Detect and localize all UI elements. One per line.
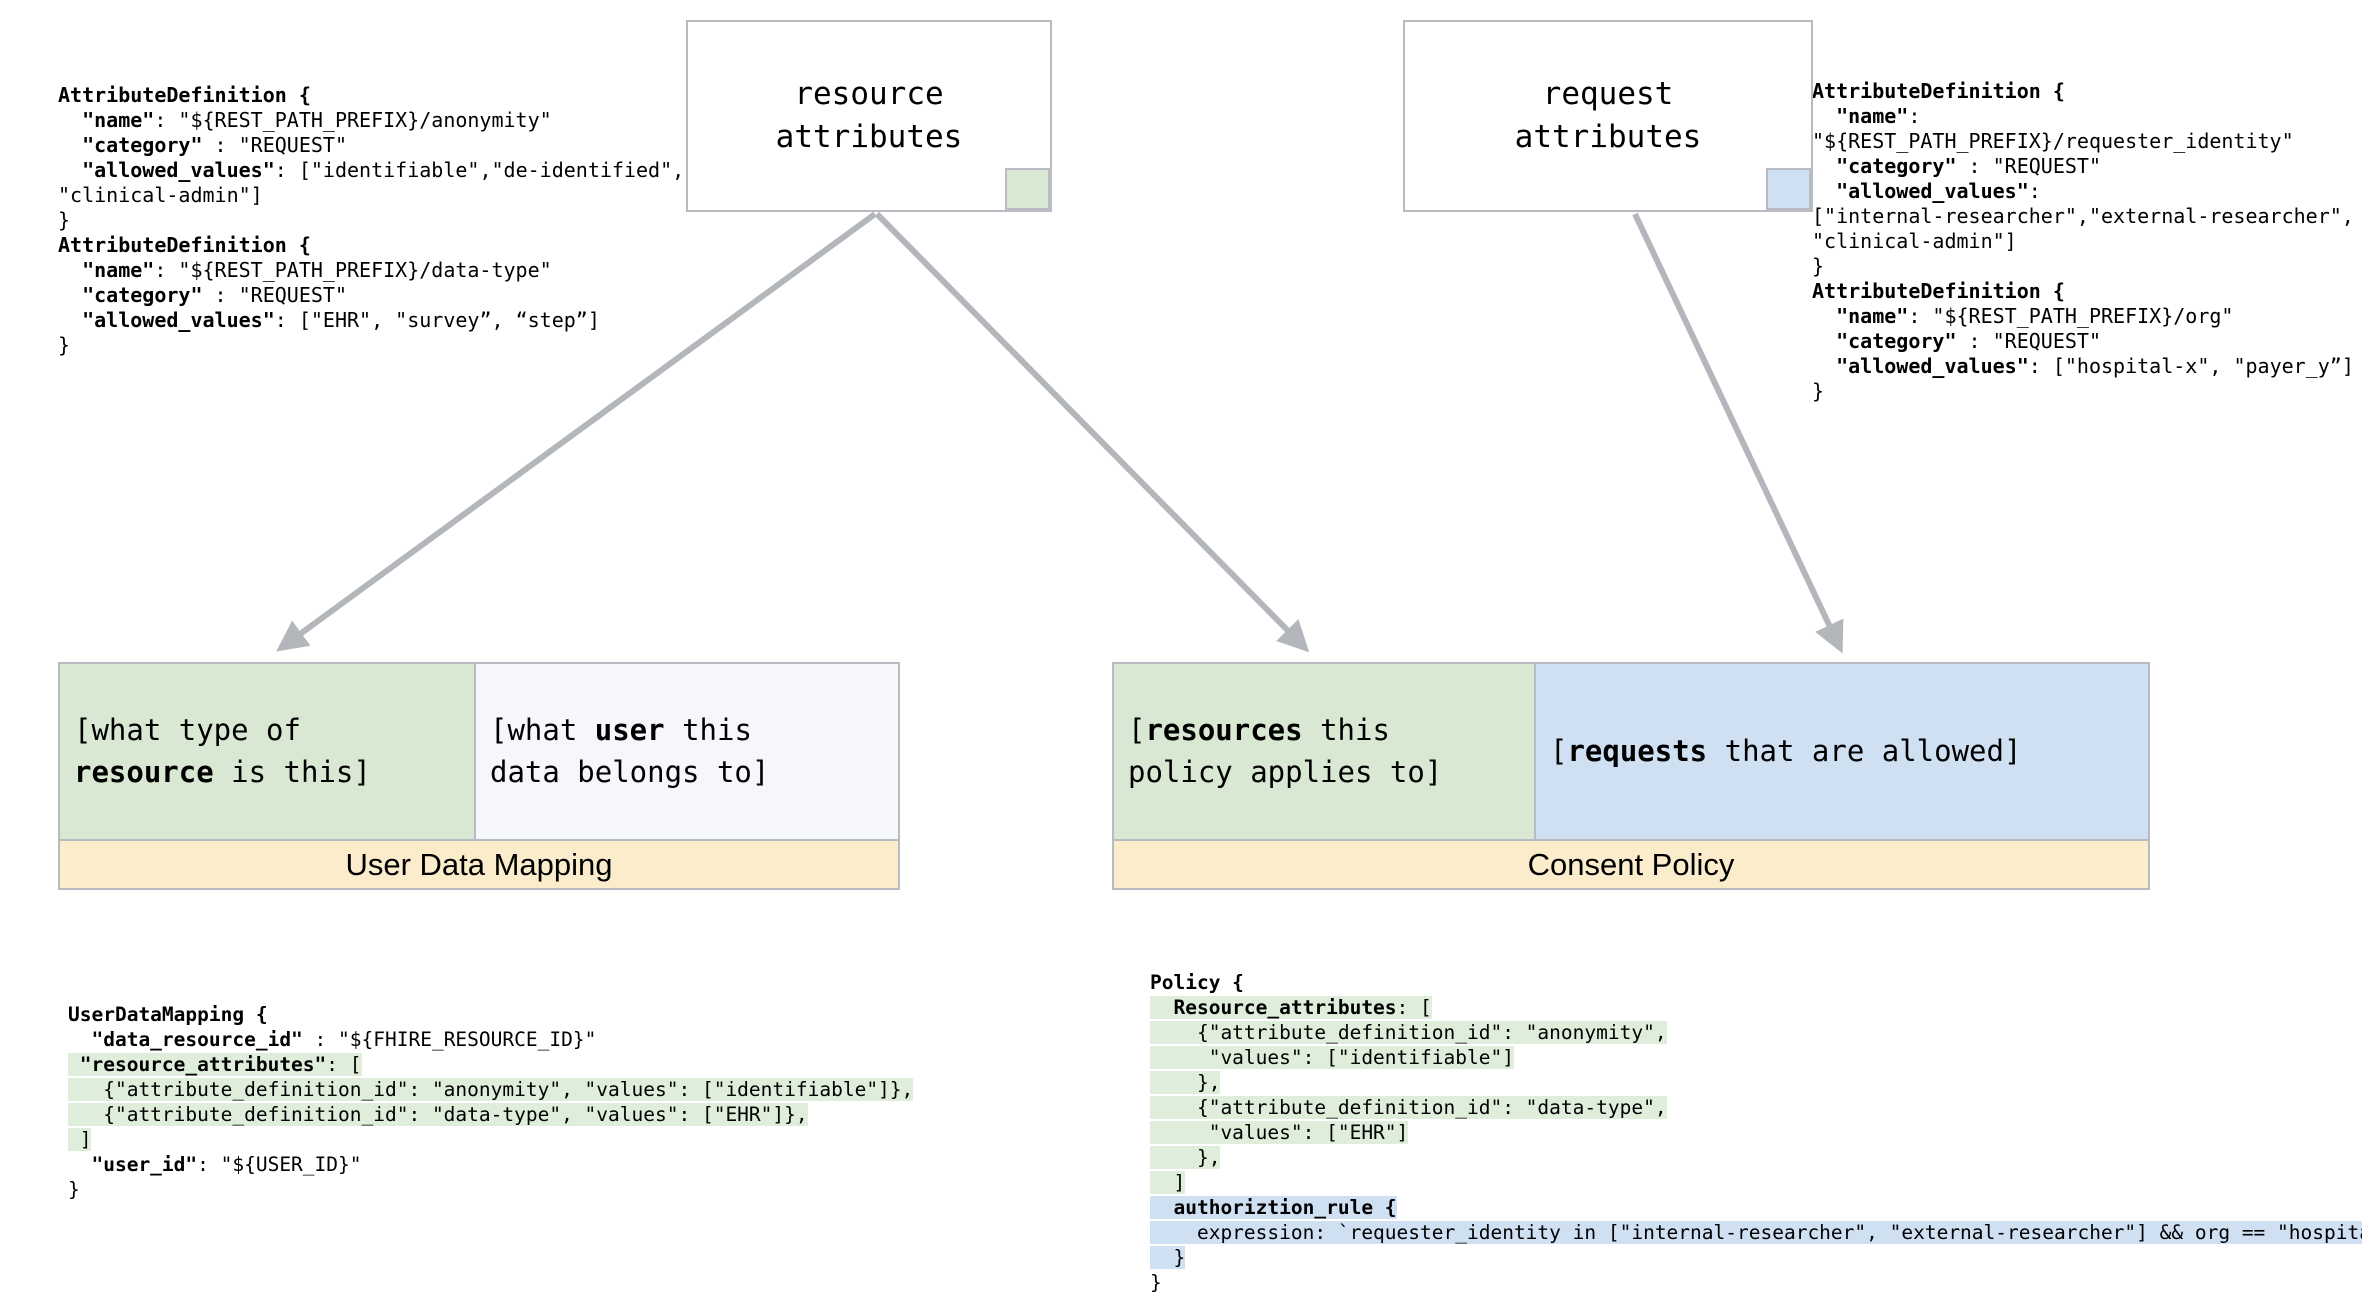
consent-policy-resources-cell: [resources this policy applies to]	[1114, 664, 1534, 839]
resource-attributes-color-swatch	[1005, 168, 1050, 210]
code-line: },	[1150, 1146, 1221, 1169]
code-line: "resource_attributes": [	[68, 1053, 362, 1076]
code-line: }	[1150, 1246, 1186, 1269]
code-line: },	[1150, 1071, 1221, 1094]
request-attributes-label: request attributes	[1514, 76, 1702, 155]
arrow-request-to-consent-policy	[1632, 212, 1844, 654]
policy-code-sample: Policy { Resource_attributes: [ {"attrib…	[1150, 968, 2362, 1292]
code-line: }	[1812, 379, 1825, 403]
code-line: "name": "${REST_PATH_PREFIX}/data-type"	[58, 258, 552, 282]
code-line: "${REST_PATH_PREFIX}/requester_identity"	[1812, 129, 2294, 153]
resource-attributes-box[interactable]: resource attributes	[686, 20, 1052, 212]
user-data-mapping-body: [what type of resource is this] [what us…	[60, 664, 898, 839]
code-line: AttributeDefinition {	[1812, 279, 2065, 303]
code-line: "category" : "REQUEST"	[1812, 329, 2101, 353]
consent-policy-body: [resources this policy applies to] [requ…	[1114, 664, 2148, 839]
entity-cell-text: [what type of resource is this]	[74, 713, 371, 789]
code-line: UserDataMapping {	[68, 1003, 268, 1026]
consent-policy-title: Consent Policy	[1114, 839, 2148, 888]
code-line: "data_resource_id" : "${FHIRE_RESOURCE_I…	[68, 1028, 597, 1051]
user-data-mapping-resource-cell: [what type of resource is this]	[60, 664, 474, 839]
code-line: "allowed_values":	[1812, 179, 2041, 203]
code-line: Policy {	[1150, 971, 1244, 994]
code-line: ]	[1150, 1171, 1186, 1194]
user-data-mapping-title: User Data Mapping	[60, 839, 898, 888]
code-line: "category" : "REQUEST"	[58, 283, 347, 307]
code-line: }	[68, 1178, 80, 1201]
code-line: "allowed_values": ["EHR", "survey”, “ste…	[58, 308, 600, 332]
code-line: "name": "${REST_PATH_PREFIX}/anonymity"	[58, 108, 552, 132]
code-line: AttributeDefinition {	[1812, 79, 2065, 103]
resource-attributes-label: resource attributes	[775, 76, 963, 155]
code-line: "allowed_values": ["hospital-x", "payer_…	[1812, 354, 2354, 378]
attribute-definitions-left: AttributeDefinition { "name": "${REST_PA…	[58, 80, 685, 357]
consent-policy-requests-cell: [requests that are allowed]	[1534, 664, 2148, 839]
arrow-resource-to-consent-policy	[874, 211, 1310, 653]
code-line: "category" : "REQUEST"	[1812, 154, 2101, 178]
code-line: "name": "${REST_PATH_PREFIX}/org"	[1812, 304, 2234, 328]
code-line: }	[58, 333, 71, 357]
code-line: {"attribute_definition_id": "data-type",…	[68, 1103, 808, 1126]
code-line: "name":	[1812, 104, 1921, 128]
code-line: authoriztion_rule {	[1150, 1196, 1397, 1219]
request-attributes-box[interactable]: request attributes	[1403, 20, 1813, 212]
code-line: {"attribute_definition_id": "anonymity",…	[68, 1078, 914, 1101]
user-data-mapping-user-cell: [what user this data belongs to]	[474, 664, 898, 839]
code-line: "clinical-admin"]	[58, 183, 263, 207]
code-line: }	[1812, 254, 1825, 278]
code-line: AttributeDefinition {	[58, 233, 311, 257]
entity-cell-text: [what user this data belongs to]	[490, 713, 770, 789]
code-line: "clinical-admin"]	[1812, 229, 2017, 253]
consent-policy-card[interactable]: [resources this policy applies to] [requ…	[1112, 662, 2150, 890]
user-data-mapping-code-sample: UserDataMapping { "data_resource_id" : "…	[68, 1000, 914, 1201]
user-data-mapping-card[interactable]: [what type of resource is this] [what us…	[58, 662, 900, 890]
request-attributes-color-swatch	[1766, 168, 1811, 210]
entity-cell-text: [resources this policy applies to]	[1128, 713, 1443, 789]
code-line: {"attribute_definition_id": "anonymity",	[1150, 1021, 1667, 1044]
code-line: }	[58, 208, 71, 232]
attribute-definitions-right: AttributeDefinition { "name":"${REST_PAT…	[1812, 76, 2354, 403]
code-line: "user_id": "${USER_ID}"	[68, 1153, 362, 1176]
code-line: "allowed_values": ["identifiable","de-id…	[58, 158, 685, 182]
code-line: "category" : "REQUEST"	[58, 133, 347, 157]
code-line: Resource_attributes: [	[1150, 996, 1432, 1019]
code-line: AttributeDefinition {	[58, 83, 311, 107]
code-line: ["internal-researcher","external-researc…	[1812, 204, 2354, 228]
code-line: {"attribute_definition_id": "data-type",	[1150, 1096, 1667, 1119]
code-line: ]	[68, 1128, 92, 1151]
code-line: expression: `requester_identity in ["int…	[1150, 1218, 2362, 1244]
entity-cell-text: [requests that are allowed]	[1550, 733, 2022, 768]
code-line: }	[1150, 1271, 1162, 1292]
code-line: "values": ["identifiable"]	[1150, 1046, 1514, 1069]
code-line: "values": ["EHR"]	[1150, 1121, 1409, 1144]
